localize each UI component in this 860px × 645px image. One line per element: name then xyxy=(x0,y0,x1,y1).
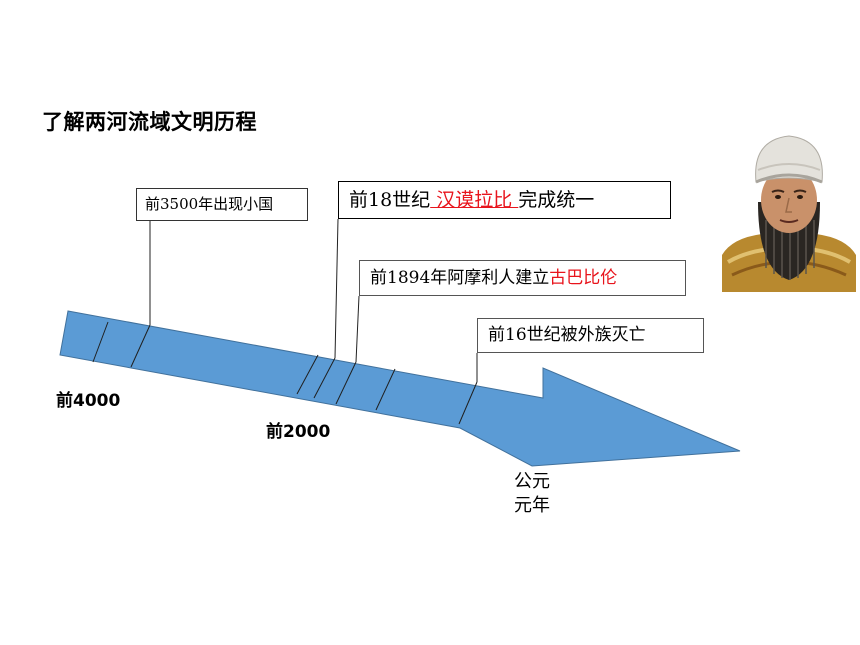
timeline-label-end-line1: 公元 xyxy=(514,471,550,492)
event-suffix: 完成统一 xyxy=(518,189,595,211)
timeline-arrow xyxy=(59,310,741,467)
timeline-label-end-line2: 元年 xyxy=(514,495,550,516)
page-title: 了解两河流域文明历程 xyxy=(42,110,257,134)
connector-lines xyxy=(149,218,478,382)
connector-e2 xyxy=(334,218,339,359)
timeline-label-end: 公元 元年 xyxy=(508,470,556,518)
timeline-label-start: 前4000 xyxy=(56,391,121,411)
timeline-ticks xyxy=(92,321,478,425)
tick xyxy=(375,368,396,411)
tick xyxy=(313,357,336,399)
event-box-1894bc: 前1894年阿摩利人建立古巴比伦 xyxy=(359,260,686,296)
timeline-label-mid: 前2000 xyxy=(266,422,331,442)
tick xyxy=(335,361,357,405)
event-prefix: 前1894年阿摩利人建立 xyxy=(370,268,550,288)
event-highlight: 古巴比伦 xyxy=(549,268,618,288)
event-box-18th-century: 前18世纪 汉谟拉比 完成统一 xyxy=(338,181,671,219)
tick xyxy=(296,354,319,395)
king-portrait-icon xyxy=(722,135,856,292)
answer-blank: 汉谟拉比 xyxy=(430,189,519,211)
tick xyxy=(458,381,478,425)
event-box-3500bc: 前3500年出现小国 xyxy=(136,188,308,221)
connector-e3 xyxy=(355,295,360,363)
tick xyxy=(92,321,109,363)
event-prefix: 前18世纪 xyxy=(349,189,431,211)
tick xyxy=(130,324,151,368)
event-box-16th-century: 前16世纪被外族灭亡 xyxy=(477,318,704,353)
